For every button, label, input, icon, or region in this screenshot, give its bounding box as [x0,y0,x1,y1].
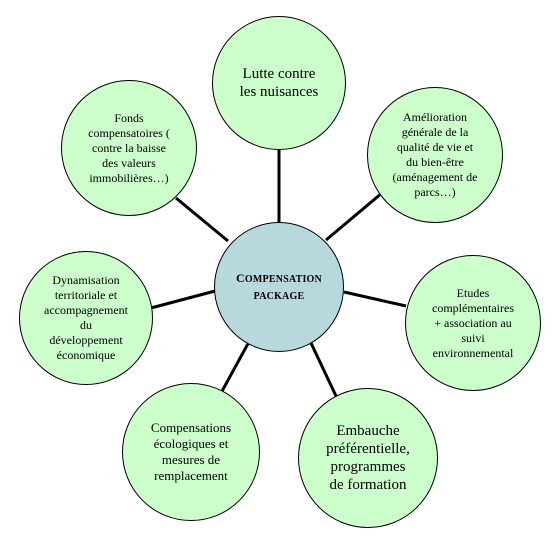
node-compensations-ecologiques: Compensations écologiques et mesures de … [122,383,260,521]
connector-qualite [325,191,383,242]
node-label: Amélioration générale de la qualité de v… [392,110,478,199]
node-embauche-preferentielle: Embauche préférentielle, programmes de f… [298,388,438,528]
connector-compensations [219,339,252,394]
node-label: Fonds compensatoires ( contre la baisse … [88,110,170,185]
node-label: Compensations écologiques et mesures de … [150,420,232,483]
center-label-capital: C [236,270,245,285]
node-dynamisation-territoriale: Dynamisation territoriale et accompagnem… [19,251,153,385]
center-node-compensation-package: COMPENSATION PACKAGE [214,222,344,352]
node-amelioration-qualite-de-vie: Amélioration générale de la qualité de v… [367,87,503,223]
node-lutte-contre-les-nuisances: Lutte contre les nuisances [212,16,346,150]
node-etudes-complementaires: Etudes complémentaires + association au … [405,255,541,391]
center-label: COMPENSATION PACKAGE [236,270,322,305]
center-label-rest: OMPENSATION [244,273,322,285]
connector-embauche [309,342,338,397]
node-label: Etudes complémentaires + association au … [432,285,514,360]
connector-etudes [343,290,407,308]
node-label: Dynamisation territoriale et accompagnem… [44,273,128,362]
center-label-line1: COMPENSATION [236,270,322,288]
connector-fonds [175,196,229,243]
connector-dynamisation [150,289,216,310]
node-label: Lutte contre les nuisances [239,66,319,100]
node-label: Embauche préférentielle, programmes de f… [326,423,410,493]
node-fonds-compensatoires: Fonds compensatoires ( contre la baisse … [61,80,197,216]
center-label-line2: PACKAGE [253,290,305,302]
